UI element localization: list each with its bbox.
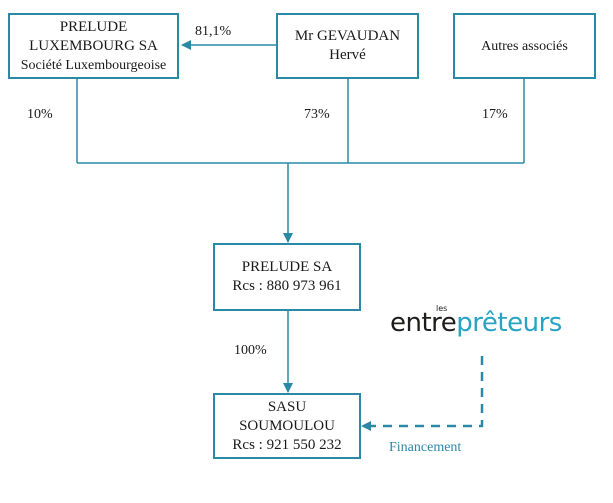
- entrepreteurs-logo: les entreprêteurs: [390, 300, 590, 350]
- pct-autres-share: 17%: [482, 107, 508, 122]
- box-sasu-line3: Rcs : 921 550 232: [232, 436, 342, 453]
- box-sasu-soumoulou: SASU SOUMOULOU Rcs : 921 550 232: [213, 393, 361, 459]
- box-prelude-sa-line2: Rcs : 880 973 961: [232, 278, 342, 294]
- pct-gevaudan-share: 73%: [304, 107, 330, 122]
- financing-label: Financement: [389, 440, 462, 455]
- pct-prelude-to-sasu: 100%: [234, 343, 267, 358]
- logo-les-text: les: [436, 304, 448, 313]
- box-prelude-sa: PRELUDE SA Rcs : 880 973 961: [213, 243, 361, 311]
- logo-wordmark: entreprêteurs: [390, 308, 562, 338]
- box-prelude-luxembourg-line3: Société Luxembourgeoise: [20, 57, 167, 73]
- box-autres-associes-line1: Autres associés: [481, 38, 568, 54]
- box-autres-associes: Autres associés: [453, 13, 596, 79]
- box-sasu-line1: SASU: [267, 398, 307, 415]
- pct-lux-share: 10%: [27, 107, 53, 122]
- box-gevaudan-line1: Mr GEVAUDAN: [294, 28, 401, 44]
- box-gevaudan: Mr GEVAUDAN Hervé: [276, 13, 419, 79]
- logo-part2: prêteurs: [456, 308, 562, 338]
- logo-part1: entre: [390, 308, 457, 338]
- box-prelude-luxembourg-line2: LUXEMBOURG SA: [29, 37, 158, 54]
- box-sasu-line2: SOUMOULOU: [239, 417, 335, 434]
- box-prelude-sa-line1: PRELUDE SA: [241, 259, 333, 275]
- arrow-financing-dashed: [361, 356, 484, 431]
- pct-gevaudan-to-lux: 81,1%: [195, 24, 232, 39]
- box-prelude-luxembourg-line1: PRELUDE: [59, 18, 128, 35]
- box-prelude-luxembourg: PRELUDE LUXEMBOURG SA Société Luxembourg…: [8, 13, 179, 79]
- box-gevaudan-line2: Hervé: [329, 47, 366, 63]
